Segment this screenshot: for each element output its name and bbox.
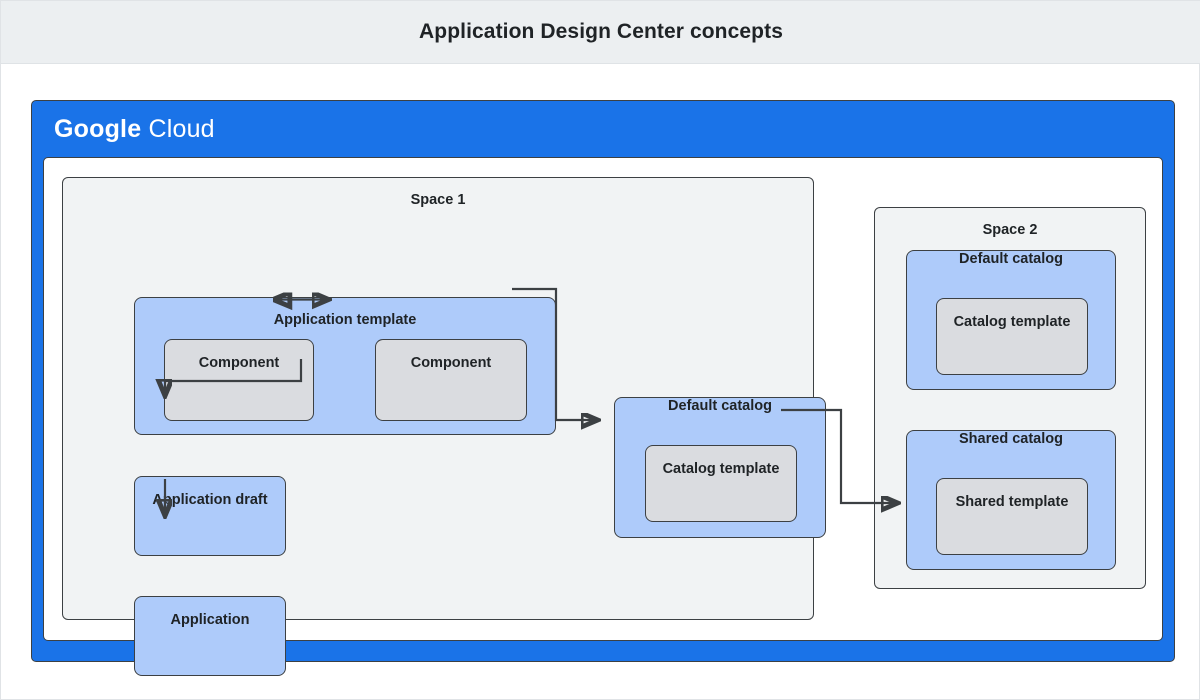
shared-catalog-label: Shared catalog (959, 431, 1063, 447)
space-2-container: Space 2 Default catalog Catalog template… (874, 207, 1146, 589)
catalog-template-node-space2[interactable]: Catalog template (936, 298, 1088, 375)
space-1-container: Space 1 Application template Component C… (62, 177, 826, 676)
google-cloud-logo-light: Cloud (148, 115, 215, 143)
google-cloud-logo-bold: Google (54, 115, 142, 143)
default-catalog-space2-label: Default catalog (959, 251, 1063, 267)
page-title: Application Design Center concepts (419, 20, 783, 43)
diagram-title-bar: Application Design Center concepts (1, 1, 1200, 64)
shared-template-label: Shared template (955, 494, 1069, 510)
google-cloud-logo: Google Cloud (54, 115, 215, 144)
component-right-label: Component (410, 355, 492, 371)
catalog-template-space2-label: Catalog template (953, 314, 1071, 330)
catalog-template-space1-label: Catalog template (662, 461, 780, 477)
default-catalog-space1-label: Default catalog (668, 398, 772, 414)
default-catalog-node-space1[interactable]: Default catalog Catalog template (614, 397, 826, 538)
application-template-node[interactable]: Application template Component Component (134, 297, 556, 435)
application-template-label: Application template (273, 312, 417, 328)
space-1-label: Space 1 (410, 192, 466, 208)
application-draft-label: Application draft (152, 492, 268, 508)
cloud-inner-panel: Space 1 Application template Component C… (43, 157, 1163, 676)
component-node-right[interactable]: Component (375, 339, 527, 421)
component-node-left[interactable]: Component (164, 339, 314, 421)
shared-catalog-node[interactable]: Shared catalog Shared template (906, 430, 1116, 570)
application-label: Application (170, 612, 250, 628)
application-draft-node[interactable]: Application draft (134, 476, 286, 556)
component-left-label: Component (198, 355, 280, 371)
default-catalog-node-space2[interactable]: Default catalog Catalog template (906, 250, 1116, 390)
application-node[interactable]: Application (134, 596, 286, 676)
catalog-template-node-space1[interactable]: Catalog template (645, 445, 797, 522)
shared-template-node[interactable]: Shared template (936, 478, 1088, 555)
space-2-label: Space 2 (982, 222, 1038, 238)
google-cloud-frame: Google Cloud Space 1 Application templat… (31, 100, 1175, 676)
